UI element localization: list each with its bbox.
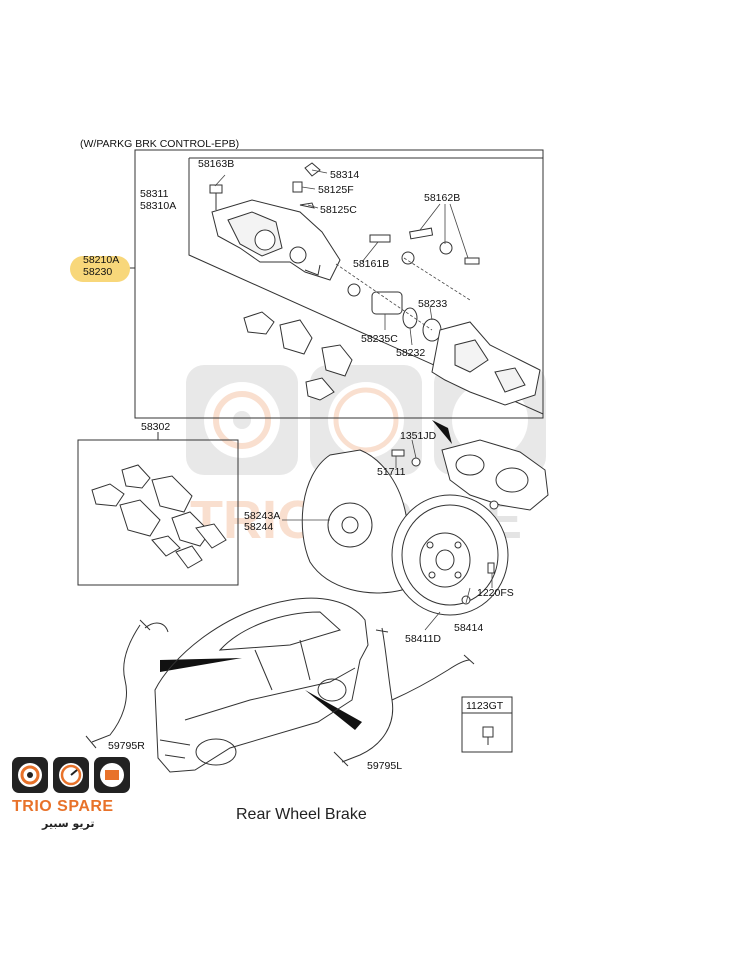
screw-1220FS	[487, 562, 495, 574]
part-label-1351JD[interactable]: 1351JD	[400, 430, 437, 442]
bolt-58163B	[209, 184, 223, 194]
dust-shield-58243A	[301, 449, 410, 594]
part-label-58232[interactable]: 58232	[396, 347, 426, 359]
cap-58314	[304, 162, 321, 177]
part-label-58311[interactable]: 58311	[140, 188, 169, 200]
part-label-58125C[interactable]: 58125C	[320, 204, 357, 216]
leader-lines	[214, 169, 493, 631]
part-label-58233[interactable]: 58233	[418, 298, 448, 310]
part-label-1220FS[interactable]: 1220FS	[477, 587, 514, 599]
brand-name-arabic: تريو سبير	[42, 817, 95, 830]
bolt-box	[461, 696, 513, 753]
caliper-bracket	[431, 321, 541, 406]
pads-upper	[243, 311, 353, 401]
part-label-58125F[interactable]: 58125F	[318, 184, 354, 196]
pointer-wedges	[160, 420, 452, 730]
part-label-59795L[interactable]: 59795L	[367, 760, 403, 772]
guide-58162B-c	[464, 257, 480, 265]
part-label-58163B[interactable]: 58163B	[198, 158, 235, 170]
header-title: (W/PARKG BRK CONTROL-EPB)	[80, 138, 240, 150]
plug-58414	[461, 595, 471, 605]
part-label-58161B[interactable]: 58161B	[353, 258, 390, 270]
nut-1351JD	[411, 457, 421, 467]
part-label-58302[interactable]: 58302	[141, 421, 171, 433]
pads-kit	[91, 464, 227, 569]
sensor-cables	[85, 619, 475, 767]
guide-58162B-b	[439, 241, 453, 255]
part-label-58314[interactable]: 58314	[330, 169, 360, 181]
cap-58125C	[299, 202, 315, 209]
bolt-51711	[391, 449, 405, 457]
part-label-1123GT[interactable]: 1123GT	[466, 700, 504, 712]
seal	[347, 283, 361, 297]
brand-name: TRIO SPARE	[12, 798, 114, 815]
vehicle-outline	[154, 597, 369, 773]
diagram-caption: Rear Wheel Brake	[236, 806, 367, 823]
highlight-58230	[70, 256, 130, 282]
caliper-inner-frame	[188, 157, 544, 415]
part-label-58210A[interactable]: 58210A	[83, 254, 120, 266]
part-label-58243A[interactable]: 58243A	[244, 510, 281, 522]
part-label-58244[interactable]: 58244	[244, 521, 274, 533]
part-label-59795R[interactable]: 59795R	[108, 740, 145, 752]
brake-disc-58411D	[391, 494, 509, 616]
caliper-body	[211, 199, 341, 281]
bleeder-58125F	[292, 181, 303, 193]
bolt-1123GT	[482, 726, 494, 738]
part-label-51711[interactable]: 51711	[377, 466, 406, 478]
part-label-58411D[interactable]: 58411D	[405, 633, 442, 645]
part-label-58230[interactable]: 58230	[83, 266, 113, 278]
pad-kit-frame	[77, 439, 239, 586]
part-label-58162B[interactable]: 58162B	[424, 192, 461, 204]
trio-spare-logo-icon	[12, 757, 130, 793]
pin-58161B	[369, 234, 391, 243]
piston-58235C	[371, 291, 403, 315]
epb-caliper-assembly	[441, 439, 549, 511]
part-label-58414[interactable]: 58414	[454, 622, 484, 634]
part-label-58235C[interactable]: 58235C	[361, 333, 398, 345]
guide-58162B-a	[409, 227, 434, 240]
part-label-58310A[interactable]: 58310A	[140, 200, 177, 212]
